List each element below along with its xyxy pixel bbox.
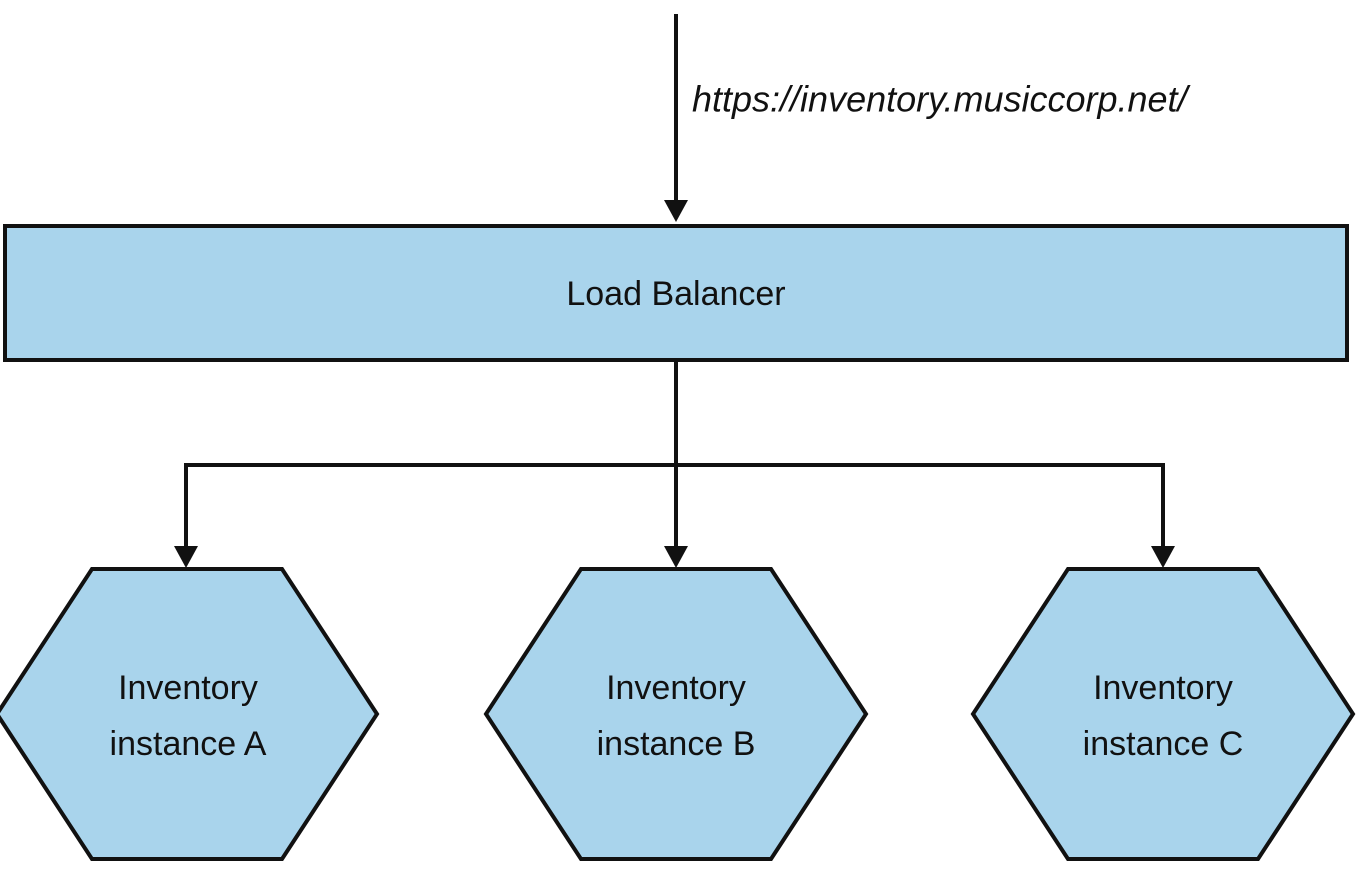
inventory-instance-a: Inventory instance A xyxy=(0,567,380,861)
load-balancer-label: Load Balancer xyxy=(566,275,785,313)
inventory-instance-c: Inventory instance C xyxy=(970,567,1356,861)
instance-a-label-line2: instance A xyxy=(110,725,267,763)
arrowhead-to-instance-a xyxy=(174,546,198,568)
instance-c-hexagon xyxy=(970,567,1356,861)
instance-c-label-line1: Inventory xyxy=(1093,669,1233,707)
incoming-request-arrow xyxy=(664,14,688,222)
arrowhead-to-instance-b xyxy=(664,546,688,568)
instance-a-hexagon xyxy=(0,567,380,861)
instance-c-label-line2: instance C xyxy=(1083,725,1244,763)
incoming-request-arrowhead xyxy=(664,200,688,222)
instance-b-label-line2: instance B xyxy=(597,725,756,763)
distribution-connectors xyxy=(174,360,1175,568)
instance-a-label-line1: Inventory xyxy=(118,669,258,707)
entry-url-label: https://inventory.musiccorp.net/ xyxy=(692,79,1192,120)
arrowhead-to-instance-c xyxy=(1151,546,1175,568)
load-balancer: Load Balancer xyxy=(3,224,1349,362)
instance-b-label-line1: Inventory xyxy=(606,669,746,707)
inventory-instance-b: Inventory instance B xyxy=(483,567,869,861)
instance-b-hexagon xyxy=(483,567,869,861)
